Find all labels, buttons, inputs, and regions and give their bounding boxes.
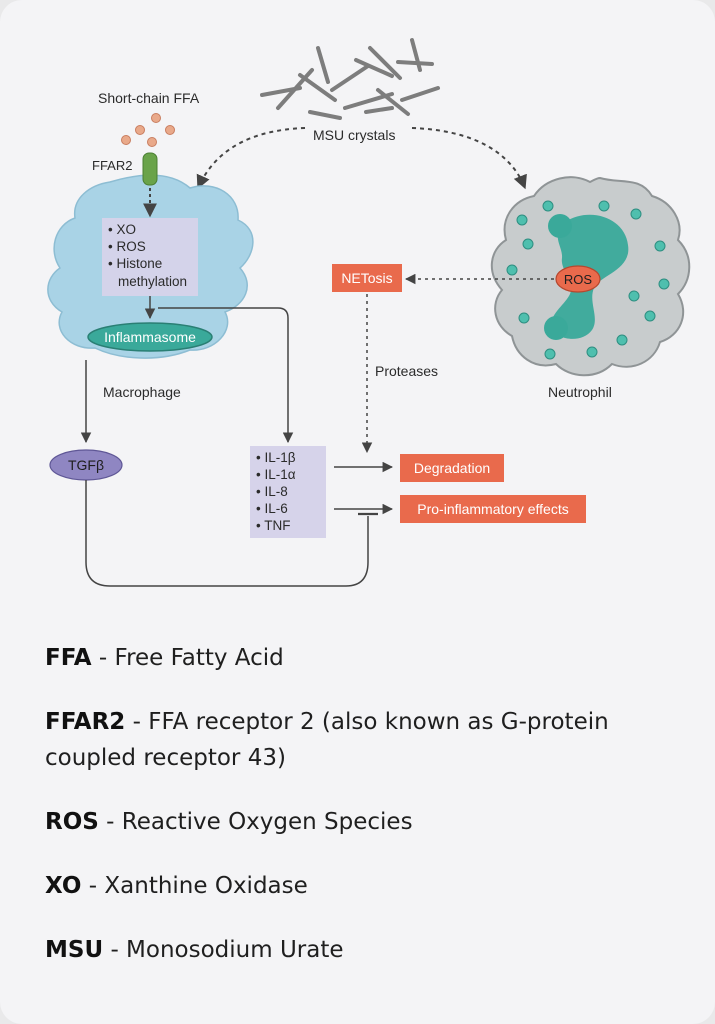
- pathway-diagram: MSU crystals Short-chain FFA FFAR2 • XO …: [47, 38, 691, 587]
- legend-entry-ffar2: FFAR2 - FFA receptor 2 (also known as G-…: [45, 704, 685, 776]
- degradation-box: [400, 454, 504, 482]
- crystals-to-neutrophil-arrow: [411, 127, 527, 190]
- legend-entry-xo: XO - Xanthine Oxidase: [45, 868, 685, 904]
- netosis-label: NETosis: [341, 270, 392, 286]
- pro-inflammatory-box: [400, 495, 586, 523]
- macrophage-to-cytokines-arrow: [158, 307, 294, 444]
- inflammasome: [87, 322, 213, 352]
- neutrophil-granules: [506, 200, 670, 360]
- cytokine-box: [250, 446, 326, 538]
- cytokine-il1b: • IL-1β: [256, 450, 296, 465]
- netosis-box: [332, 264, 402, 292]
- legend-definition: - FFA receptor 2 (also known as G-protei…: [45, 709, 609, 771]
- crystals-to-macrophage-arrow: [196, 127, 306, 190]
- msu-crystals-label: MSU crystals: [313, 127, 395, 143]
- cytokine-list: • IL-1β • IL-1α • IL-8 • IL-6 • TNF: [256, 450, 296, 533]
- abbreviation-legend: FFA - Free Fatty Acid FFAR2 - FFA recept…: [45, 640, 685, 996]
- neutrophil-label: Neutrophil: [548, 384, 612, 400]
- legend-entry-ffa: FFA - Free Fatty Acid: [45, 640, 685, 676]
- legend-term: FFA: [45, 645, 92, 671]
- cytokine-il6: • IL-6: [256, 501, 288, 516]
- short-chain-ffa-label: Short-chain FFA: [98, 90, 200, 106]
- pro-inflammatory-label: Pro-inflammatory effects: [417, 501, 568, 517]
- cytokine-il1a: • IL-1α: [256, 467, 296, 482]
- ros-oval: [555, 265, 601, 293]
- legend-term: FFAR2: [45, 709, 126, 735]
- macrophage-mediator-box: [102, 218, 198, 296]
- nucleus-lobe-top: [548, 214, 572, 238]
- legend-definition: - Monosodium Urate: [103, 937, 344, 963]
- nucleus-lobe-bottom: [544, 316, 568, 340]
- legend-term: ROS: [45, 809, 99, 835]
- legend-term: XO: [45, 873, 82, 899]
- mediator-xo: • XO: [108, 222, 136, 237]
- legend-definition: - Xanthine Oxidase: [81, 873, 308, 899]
- cytokine-il8: • IL-8: [256, 484, 288, 499]
- legend-definition: - Reactive Oxygen Species: [98, 809, 413, 835]
- mediator-ros: • ROS: [108, 239, 146, 254]
- ffar2-label: FFAR2: [92, 158, 132, 173]
- tgfb-inhibition-line: [85, 480, 369, 587]
- tgfb-label: TGFβ: [68, 457, 104, 473]
- legend-term: MSU: [45, 937, 104, 963]
- degradation-label: Degradation: [414, 460, 490, 476]
- cytokine-tnf: • TNF: [256, 518, 290, 533]
- inflammasome-label: Inflammasome: [104, 329, 196, 345]
- msu-crystals-icon: [260, 38, 440, 120]
- mediator-histone: • Histone: [108, 256, 162, 271]
- legend-entry-msu: MSU - Monosodium Urate: [45, 932, 685, 968]
- proteases-label: Proteases: [375, 363, 438, 379]
- macrophage-mediator-list: • XO • ROS • Histone methylation: [108, 222, 187, 289]
- ros-label: ROS: [564, 272, 593, 287]
- legend-entry-ros: ROS - Reactive Oxygen Species: [45, 804, 685, 840]
- legend-definition: - Free Fatty Acid: [91, 645, 284, 671]
- macrophage-label: Macrophage: [103, 384, 181, 400]
- ffar2-receptor: [142, 152, 158, 186]
- mediator-methylation: methylation: [118, 274, 187, 289]
- ffa-molecules-icon: [121, 113, 175, 147]
